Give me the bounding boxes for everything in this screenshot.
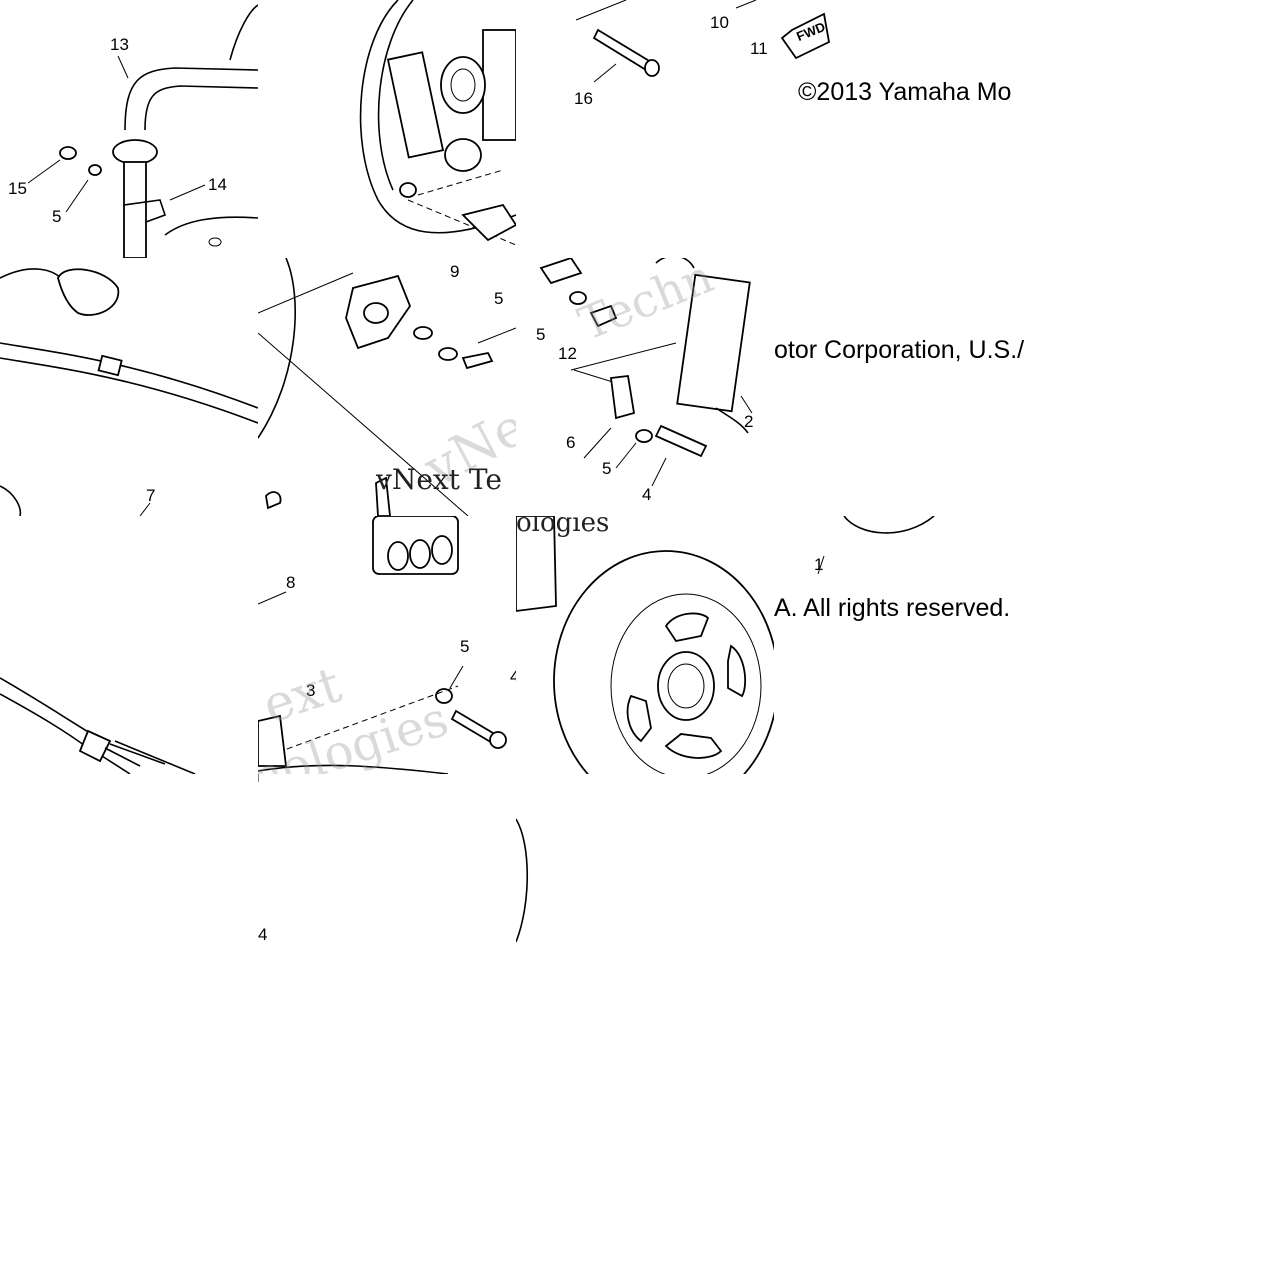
tile-r3c2: 8 3 5 4 ext nologies: [258, 516, 516, 774]
tile-r3c4: 1 A. All rights reserved.: [774, 516, 1032, 774]
stator-plate-drawing: [359, 0, 516, 246]
callout-3: 3: [306, 681, 316, 700]
callout-2: 2: [744, 412, 754, 431]
screw-drawing: [575, 0, 757, 83]
callout-5: 5: [460, 637, 470, 656]
callout-13: 13: [110, 35, 129, 54]
copyright-line-1: ©2013 Yamaha Mo: [798, 80, 1012, 105]
copyright-line-3: A. All rights reserved.: [774, 596, 1011, 621]
tile-r4c2: 4: [258, 774, 516, 946]
tile-r2c3: 5 12 6 5 4 2 Techn: [516, 258, 774, 516]
lower-arc-edge: [516, 818, 529, 943]
tile-r3c3: ologies: [516, 516, 774, 774]
contact-breaker-drawing: [258, 258, 516, 516]
copyright-line-2: otor Corporation, U.S./: [774, 338, 1025, 363]
callout-14: 14: [208, 175, 227, 194]
tile-r2c2: 9 5 vNe vNext Te: [258, 258, 516, 516]
callout-5: 5: [536, 325, 546, 344]
callout-6: 6: [566, 433, 576, 452]
coil-bolt-drawing: [258, 516, 507, 774]
callout-4: 4: [258, 925, 268, 944]
callout-15: 15: [8, 179, 27, 198]
tile-r1c3: 16 10 11: [516, 0, 774, 258]
tile-r2c1: 7: [0, 258, 258, 516]
tile-r1c2: [258, 0, 516, 258]
clamp-screws-drawing: [539, 258, 753, 487]
tile-r4c3: [516, 774, 546, 946]
callout-16: 16: [574, 89, 593, 108]
callout-5: 5: [494, 289, 504, 308]
callout-12: 12: [558, 344, 577, 363]
tile-r2c4: otor Corporation, U.S./: [774, 258, 1032, 516]
flywheel-edge-drawing: [817, 516, 935, 575]
plug-wire-drawing: [0, 268, 258, 516]
tile-r3c1: [0, 516, 258, 774]
callout-4: 4: [510, 667, 516, 686]
callout-1: 1: [814, 555, 824, 574]
callout-7: 7: [146, 486, 156, 505]
lower-arc-drawing: [258, 774, 259, 782]
callout-11: 11: [750, 39, 768, 58]
flywheel-drawing: [516, 516, 774, 774]
fwd-arrow: [780, 12, 831, 60]
callout-5: 5: [602, 459, 612, 478]
callout-4: 4: [642, 485, 652, 504]
callout-8: 8: [286, 573, 296, 592]
tile-r1c1: 13 15 5 14: [0, 0, 258, 258]
callout-9: 9: [450, 262, 460, 281]
tile-r1c4: FWD ©2013 Yamaha Mo: [774, 0, 1032, 258]
callout-5: 5: [52, 207, 62, 226]
harness-top-drawing: [27, 4, 258, 258]
callout-10: 10: [710, 13, 729, 32]
harness-bundle-drawing: [0, 677, 196, 774]
